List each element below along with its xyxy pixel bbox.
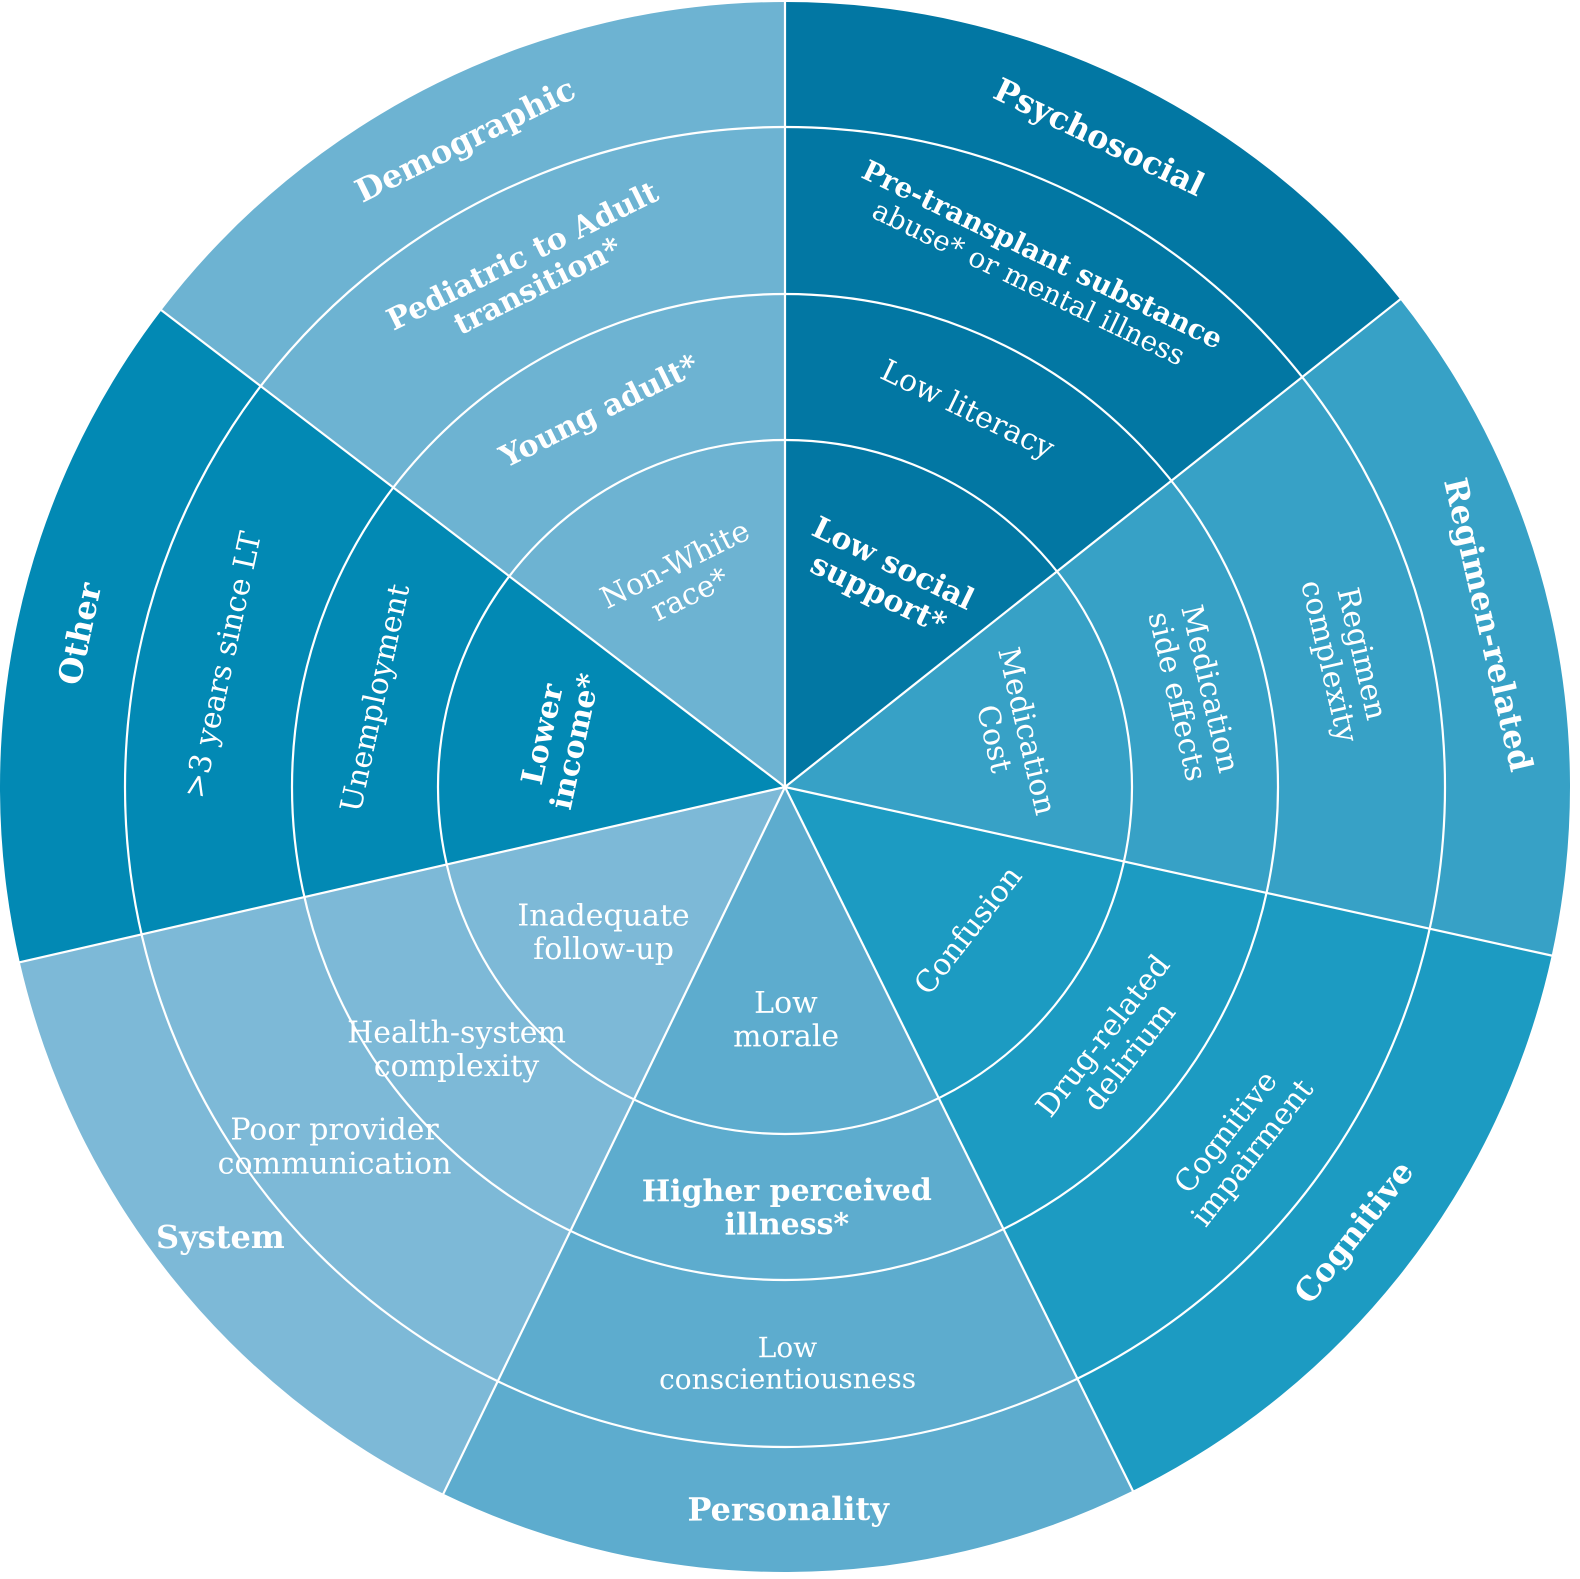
sector-cognitive-category-band xyxy=(1077,928,1552,1491)
radial-divider-2 xyxy=(784,297,1403,788)
sector-system-ring-2 xyxy=(304,864,634,1231)
sector-demographic-ring-3 xyxy=(260,127,785,488)
factor-personality-2-line-2: illness* xyxy=(725,1207,850,1243)
factor-personality-3-line-1: Low xyxy=(758,1331,818,1364)
sector-psychosocial-ring-3 xyxy=(785,127,1303,481)
radial-divider-6 xyxy=(17,785,786,964)
sector-other-category-band xyxy=(0,310,261,963)
sector-system-category-band xyxy=(19,934,498,1494)
sector-cognitive-ring-2 xyxy=(938,861,1267,1229)
sector-regimen xyxy=(785,299,1570,956)
sector-other-ring-3 xyxy=(125,386,394,935)
factor-system-2-line-1: Health-system xyxy=(347,1015,566,1050)
sector-personality-category-band xyxy=(443,1378,1133,1572)
category-label-system: System xyxy=(156,1218,285,1256)
sector-psychosocial xyxy=(785,2,1401,787)
sector-psychosocial-category-band xyxy=(785,2,1401,378)
radial-divider-4 xyxy=(784,786,1135,1494)
sector-personality-ring-1 xyxy=(633,787,939,1134)
dividers-layer xyxy=(17,0,1554,1497)
sector-cognitive-ring-3 xyxy=(1003,892,1430,1379)
sector-cognitive-ring-1 xyxy=(785,787,1124,1099)
factor-personality-1-line-1: Low xyxy=(754,986,818,1021)
sector-regimen-category-band xyxy=(1302,299,1570,956)
sector-demographic-category-band xyxy=(161,2,785,387)
factor-personality-1-line-2: morale xyxy=(733,1019,839,1054)
factor-system-3-line-2: communication xyxy=(218,1146,452,1181)
sector-demographic xyxy=(161,2,785,787)
factor-system-1-line-1: Inadequate xyxy=(517,898,689,933)
factor-personality-3-line-2: conscientiousness xyxy=(659,1362,916,1396)
radial-divider-5 xyxy=(441,786,786,1497)
sector-system-ring-3 xyxy=(141,897,571,1382)
sector-system xyxy=(19,787,785,1494)
sector-personality-ring-3 xyxy=(497,1228,1078,1447)
sector-cognitive xyxy=(785,787,1552,1491)
sector-demographic-ring-2 xyxy=(393,294,785,577)
factor-system-3-line-1: Poor provider xyxy=(230,1113,439,1148)
sector-regimen-ring-2 xyxy=(1056,480,1278,893)
sector-psychosocial-ring-1 xyxy=(785,440,1057,787)
factor-system-1-line-2: follow-up xyxy=(533,932,674,967)
factor-personality-2-line-1: Higher perceived xyxy=(642,1173,932,1209)
sector-other-ring-1 xyxy=(438,576,785,865)
sector-personality xyxy=(443,787,1133,1572)
radial-divider-7 xyxy=(159,308,786,788)
radial-divider-3 xyxy=(784,785,1554,958)
factor-system-2-line-2: complexity xyxy=(374,1049,539,1084)
sector-system-ring-1 xyxy=(446,787,785,1100)
sector-psychosocial-ring-2 xyxy=(785,294,1172,572)
sector-other xyxy=(0,310,785,963)
sector-demographic-ring-1 xyxy=(509,440,785,787)
sector-regimen-ring-3 xyxy=(1171,377,1446,929)
category-label-personality: Personality xyxy=(687,1490,890,1529)
sector-other-ring-2 xyxy=(291,487,510,898)
sector-regimen-ring-1 xyxy=(785,571,1132,862)
sector-personality-ring-2 xyxy=(570,1098,1004,1280)
